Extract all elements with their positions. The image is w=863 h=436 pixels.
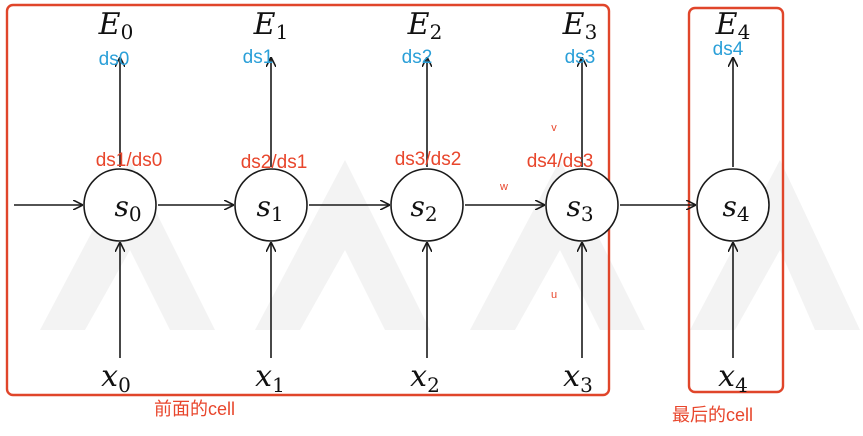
output-label-e0: E0 <box>98 7 134 44</box>
ds-label-4: ds4 <box>713 39 744 60</box>
output-label-e2: E2 <box>407 7 443 44</box>
ds-label-1: ds1 <box>243 47 274 68</box>
state-node-4 <box>696 168 770 242</box>
state-label-s3: s3 <box>566 190 593 226</box>
ds-label-2: ds2 <box>402 47 433 68</box>
weight-label-u: u <box>551 289 557 301</box>
input-label-x3: x3 <box>563 359 593 397</box>
weight-label-v: v <box>551 122 557 134</box>
state-node-3 <box>545 168 619 242</box>
input-label-x2: x2 <box>410 359 440 397</box>
output-label-e1: E1 <box>253 7 289 44</box>
input-label-x1: x1 <box>255 359 285 397</box>
last-cell-caption: 最后的cell <box>672 405 753 425</box>
ratio-label-3: ds4/ds3 <box>527 151 594 172</box>
input-label-x4: x4 <box>718 359 748 397</box>
ratio-label-2: ds3/ds2 <box>395 149 462 170</box>
arrows <box>14 58 733 358</box>
ds-labels: ds0 ds1 ds2 ds3 ds4 <box>99 39 744 70</box>
output-label-e3: E3 <box>562 7 598 44</box>
ds-label-0: ds0 <box>99 49 130 70</box>
output-labels: E0 E1 E2 E3 E4 <box>98 7 751 44</box>
state-nodes <box>83 168 770 242</box>
ratio-label-1: ds2/ds1 <box>241 152 308 173</box>
input-label-x0: x0 <box>101 359 131 397</box>
weight-label-w: w <box>499 181 508 193</box>
weight-labels: v w u <box>499 122 557 301</box>
state-label-s2: s2 <box>410 190 437 226</box>
front-cells-caption: 前面的cell <box>154 399 235 419</box>
ratio-label-0: ds1/ds0 <box>96 150 163 171</box>
input-labels: x0 x1 x2 x3 x4 <box>101 359 748 397</box>
ds-label-3: ds3 <box>565 47 596 68</box>
output-label-e4: E4 <box>715 7 751 44</box>
state-label-s1: s1 <box>256 190 283 226</box>
state-label-s4: s4 <box>722 190 749 226</box>
state-node-0 <box>83 168 157 242</box>
state-node-2 <box>390 168 464 242</box>
state-label-s0: s0 <box>114 190 141 226</box>
ratio-labels: ds1/ds0 ds2/ds1 ds3/ds2 ds4/ds3 <box>96 149 594 173</box>
state-node-1 <box>234 168 308 242</box>
state-labels: s0 s1 s2 s3 s4 <box>114 190 749 226</box>
